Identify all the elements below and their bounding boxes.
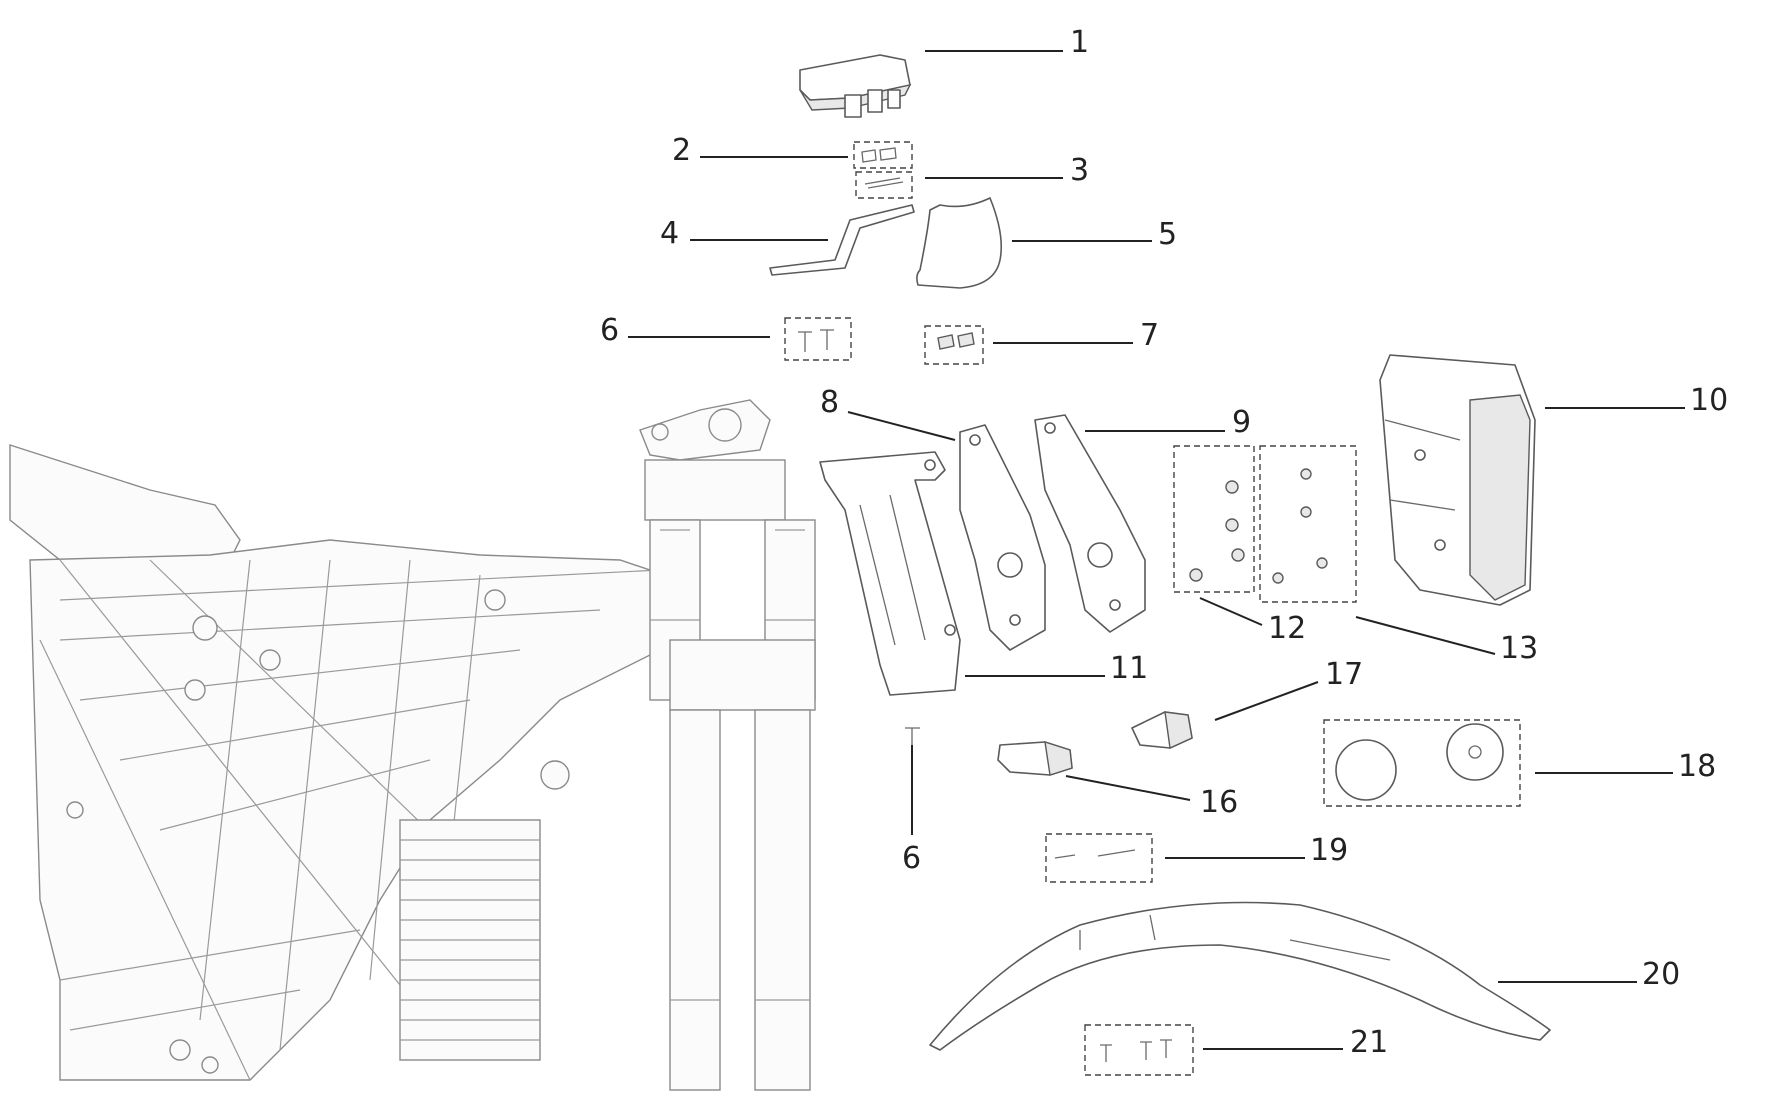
callout-6-top: 6 [600,313,619,348]
callout-labels: 1 2 3 4 5 6 7 8 9 10 11 12 13 17 18 16 6… [600,25,1728,1060]
callout-2: 2 [672,133,691,168]
callout-11: 11 [1110,651,1148,686]
part-8-side-plate [959,424,1046,651]
callout-16: 16 [1200,785,1238,820]
part-5-headlight-cover [916,197,1003,289]
callout-21: 21 [1350,1025,1388,1060]
callout-13: 13 [1500,631,1538,666]
part-1-display-unit [799,54,912,118]
part-20-front-fender [929,901,1551,1051]
callout-1: 1 [1070,25,1089,60]
callout-19: 19 [1310,833,1348,868]
callout-12: 12 [1268,611,1306,646]
callout-4: 4 [660,216,679,251]
part-12-bolt-set [1173,445,1255,593]
callout-18: 18 [1678,749,1716,784]
part-13-nut-set [1259,445,1357,603]
part-19-clip-set [1045,833,1153,883]
part-2-clips [853,141,913,169]
callout-3: 3 [1070,153,1089,188]
part-6-screws-top [784,317,852,361]
callout-8: 8 [820,385,839,420]
part-10-cover [1379,354,1536,606]
callout-20: 20 [1642,957,1680,992]
part-21-screw-set [1084,1024,1194,1076]
part-4-mount-bracket [769,204,915,276]
part-17-turn-signal [1131,711,1193,750]
part-11-bracket-frame [819,451,961,696]
leader-lines [628,50,1685,1050]
callout-6-bottom: 6 [902,841,921,876]
part-18-cap-set [1323,719,1521,807]
part-6-screw-bottom [905,727,920,745]
front-fork [639,399,816,1091]
callout-9: 9 [1232,405,1251,440]
callout-7: 7 [1140,318,1159,353]
part-3-fasteners [855,171,913,199]
part-16-turn-signal [997,740,1073,776]
callout-5: 5 [1158,217,1177,252]
motorcycle-frame [9,444,681,1081]
part-7-nuts [924,325,984,365]
part-9-side-plate [1034,414,1146,633]
callout-17: 17 [1325,657,1363,692]
callout-10: 10 [1690,383,1728,418]
